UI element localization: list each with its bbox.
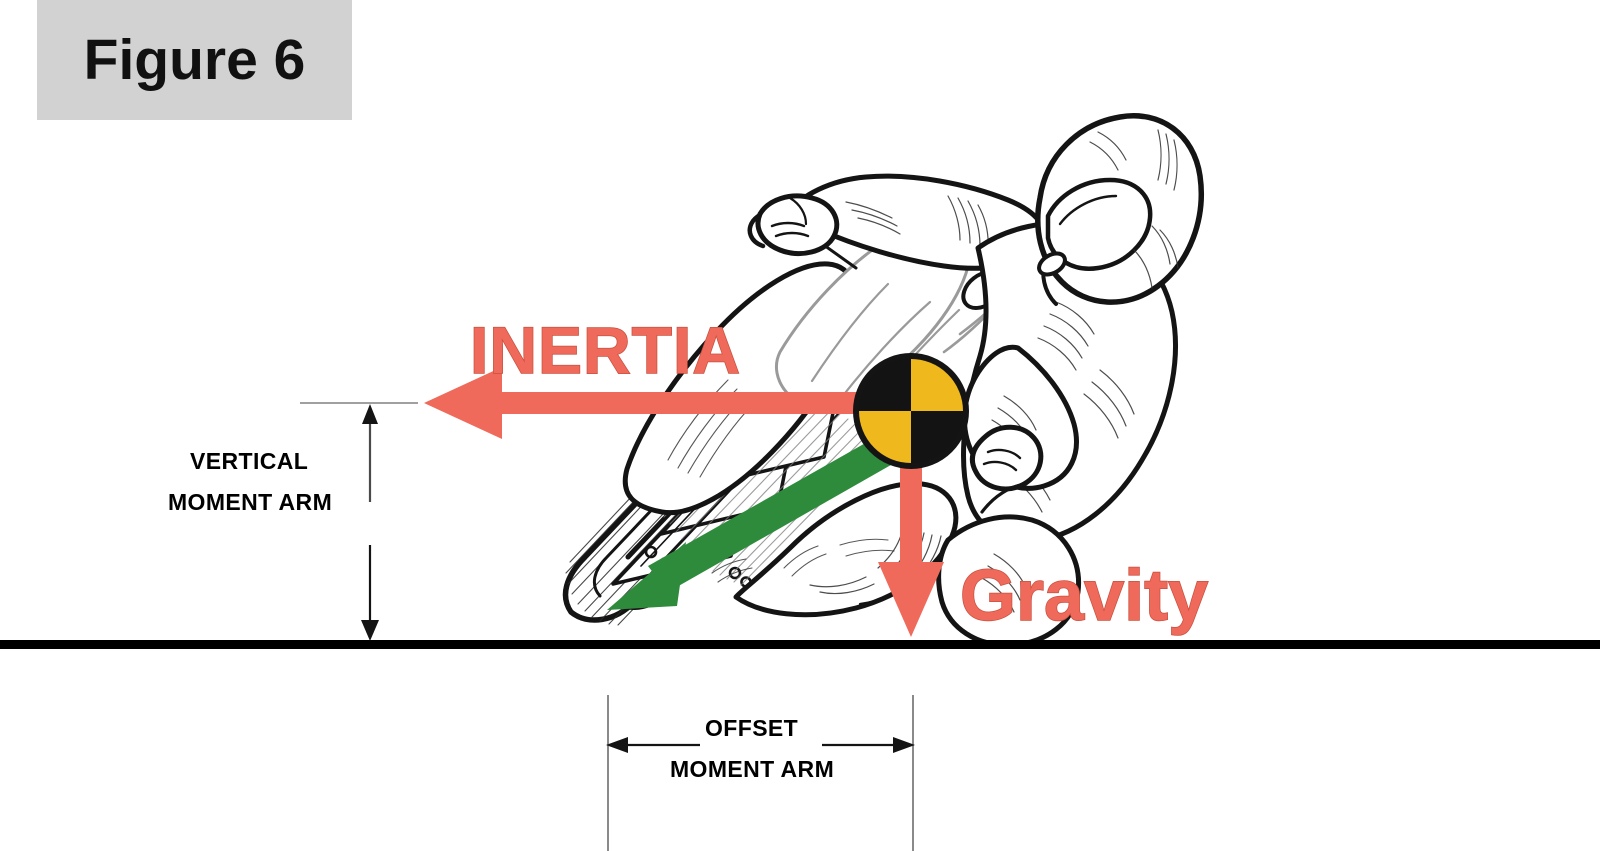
- rider-leg: [936, 482, 1082, 648]
- reaction-force-arrow: [607, 428, 912, 610]
- offset-moment-arm-label-line1: OFFSET: [705, 715, 799, 741]
- vertical-moment-arm-label-line2: MOMENT ARM: [168, 489, 333, 515]
- vertical-moment-arm-label-line1: VERTICAL: [190, 448, 309, 474]
- offset-moment-arm-dimension: [606, 695, 915, 851]
- rider-right-arm: [962, 344, 1079, 492]
- rider-helmet: [1035, 113, 1204, 306]
- figure-label: Figure 6: [83, 27, 306, 92]
- gravity-label: Gravity: [959, 556, 1209, 636]
- ground-line: [0, 640, 1600, 649]
- figure-badge: Figure 6: [37, 0, 352, 120]
- offset-moment-arm-label-line2: MOMENT ARM: [670, 756, 835, 782]
- rear-detail-hatching: [711, 538, 895, 583]
- center-of-mass-symbol: [853, 353, 969, 469]
- inertia-force-arrow: [424, 367, 920, 439]
- vertical-moment-arm-dimension: [300, 402, 418, 641]
- inertia-label: INERTIA: [469, 313, 741, 387]
- motorcycle-rider-line-art: [562, 113, 1204, 648]
